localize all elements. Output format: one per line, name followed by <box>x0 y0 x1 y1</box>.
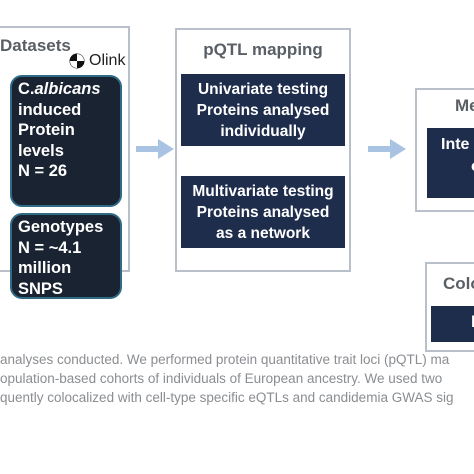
protein-levels-box: C.albicans induced Protein levels N = 26 <box>10 75 122 207</box>
me-inner-line-2: o <box>441 156 474 178</box>
olink-logo-icon <box>69 53 85 69</box>
genotype-line-2: N = ~4.1 <box>18 238 82 257</box>
coloc-inner-text: F <box>471 310 474 334</box>
protein-line-3: levels <box>18 141 64 160</box>
protein-line-2: Protein <box>18 121 75 139</box>
caption-line-3: quently colocalized with cell-type speci… <box>0 390 454 405</box>
univariate-line-2: Proteins analysed <box>196 102 330 119</box>
genotype-line-3: million <box>18 259 72 277</box>
univariate-line-1: Univariate testing <box>197 81 329 98</box>
species-italic: albicans <box>34 80 101 98</box>
protein-line-4: N = 26 <box>18 162 68 180</box>
olink-logo: Olink <box>68 52 125 70</box>
protein-line-1: induced <box>18 100 82 119</box>
univariate-testing-box: Univariate testing Proteins analysed ind… <box>181 74 345 146</box>
caption-line-2: opulation-based cohorts of individuals o… <box>0 371 443 386</box>
olink-logo-text: Olink <box>89 52 126 69</box>
multivariate-line-1: Multivariate testing <box>192 183 334 200</box>
arrow-right-icon <box>136 139 174 159</box>
coloc-panel: Colo F <box>425 262 474 352</box>
datasets-title: Datasets <box>0 36 71 55</box>
protein-species-line: C.albicans <box>18 79 120 100</box>
genotype-line-4: SNPS <box>18 279 63 298</box>
pqtl-title: pQTL mapping <box>203 40 323 59</box>
univariate-line-3: individually <box>220 123 306 140</box>
me-title: Me <box>455 96 474 115</box>
me-panel: Me Inte o <box>415 88 474 212</box>
datasets-panel: Datasets Olink C.albicans induced Protei… <box>0 26 130 299</box>
me-inner-line-1: Inte <box>441 136 470 153</box>
coloc-inner-box: F <box>431 306 474 342</box>
arrow-right-icon <box>368 139 406 159</box>
coloc-title: Colo <box>443 274 474 293</box>
multivariate-testing-box: Multivariate testing Proteins analysed a… <box>181 176 345 248</box>
me-inner-box: Inte o <box>427 128 474 198</box>
pqtl-mapping-panel: pQTL mapping Univariate testing Proteins… <box>175 28 351 272</box>
genotype-line-1: Genotypes <box>18 218 104 236</box>
multivariate-line-3: as a network <box>216 225 310 242</box>
caption-line-1: analyses conducted. We performed protein… <box>0 352 450 367</box>
genotypes-box: Genotypes N = ~4.1 million SNPS <box>10 213 122 299</box>
species-prefix: C. <box>18 80 35 98</box>
multivariate-line-2: Proteins analysed <box>196 204 330 221</box>
